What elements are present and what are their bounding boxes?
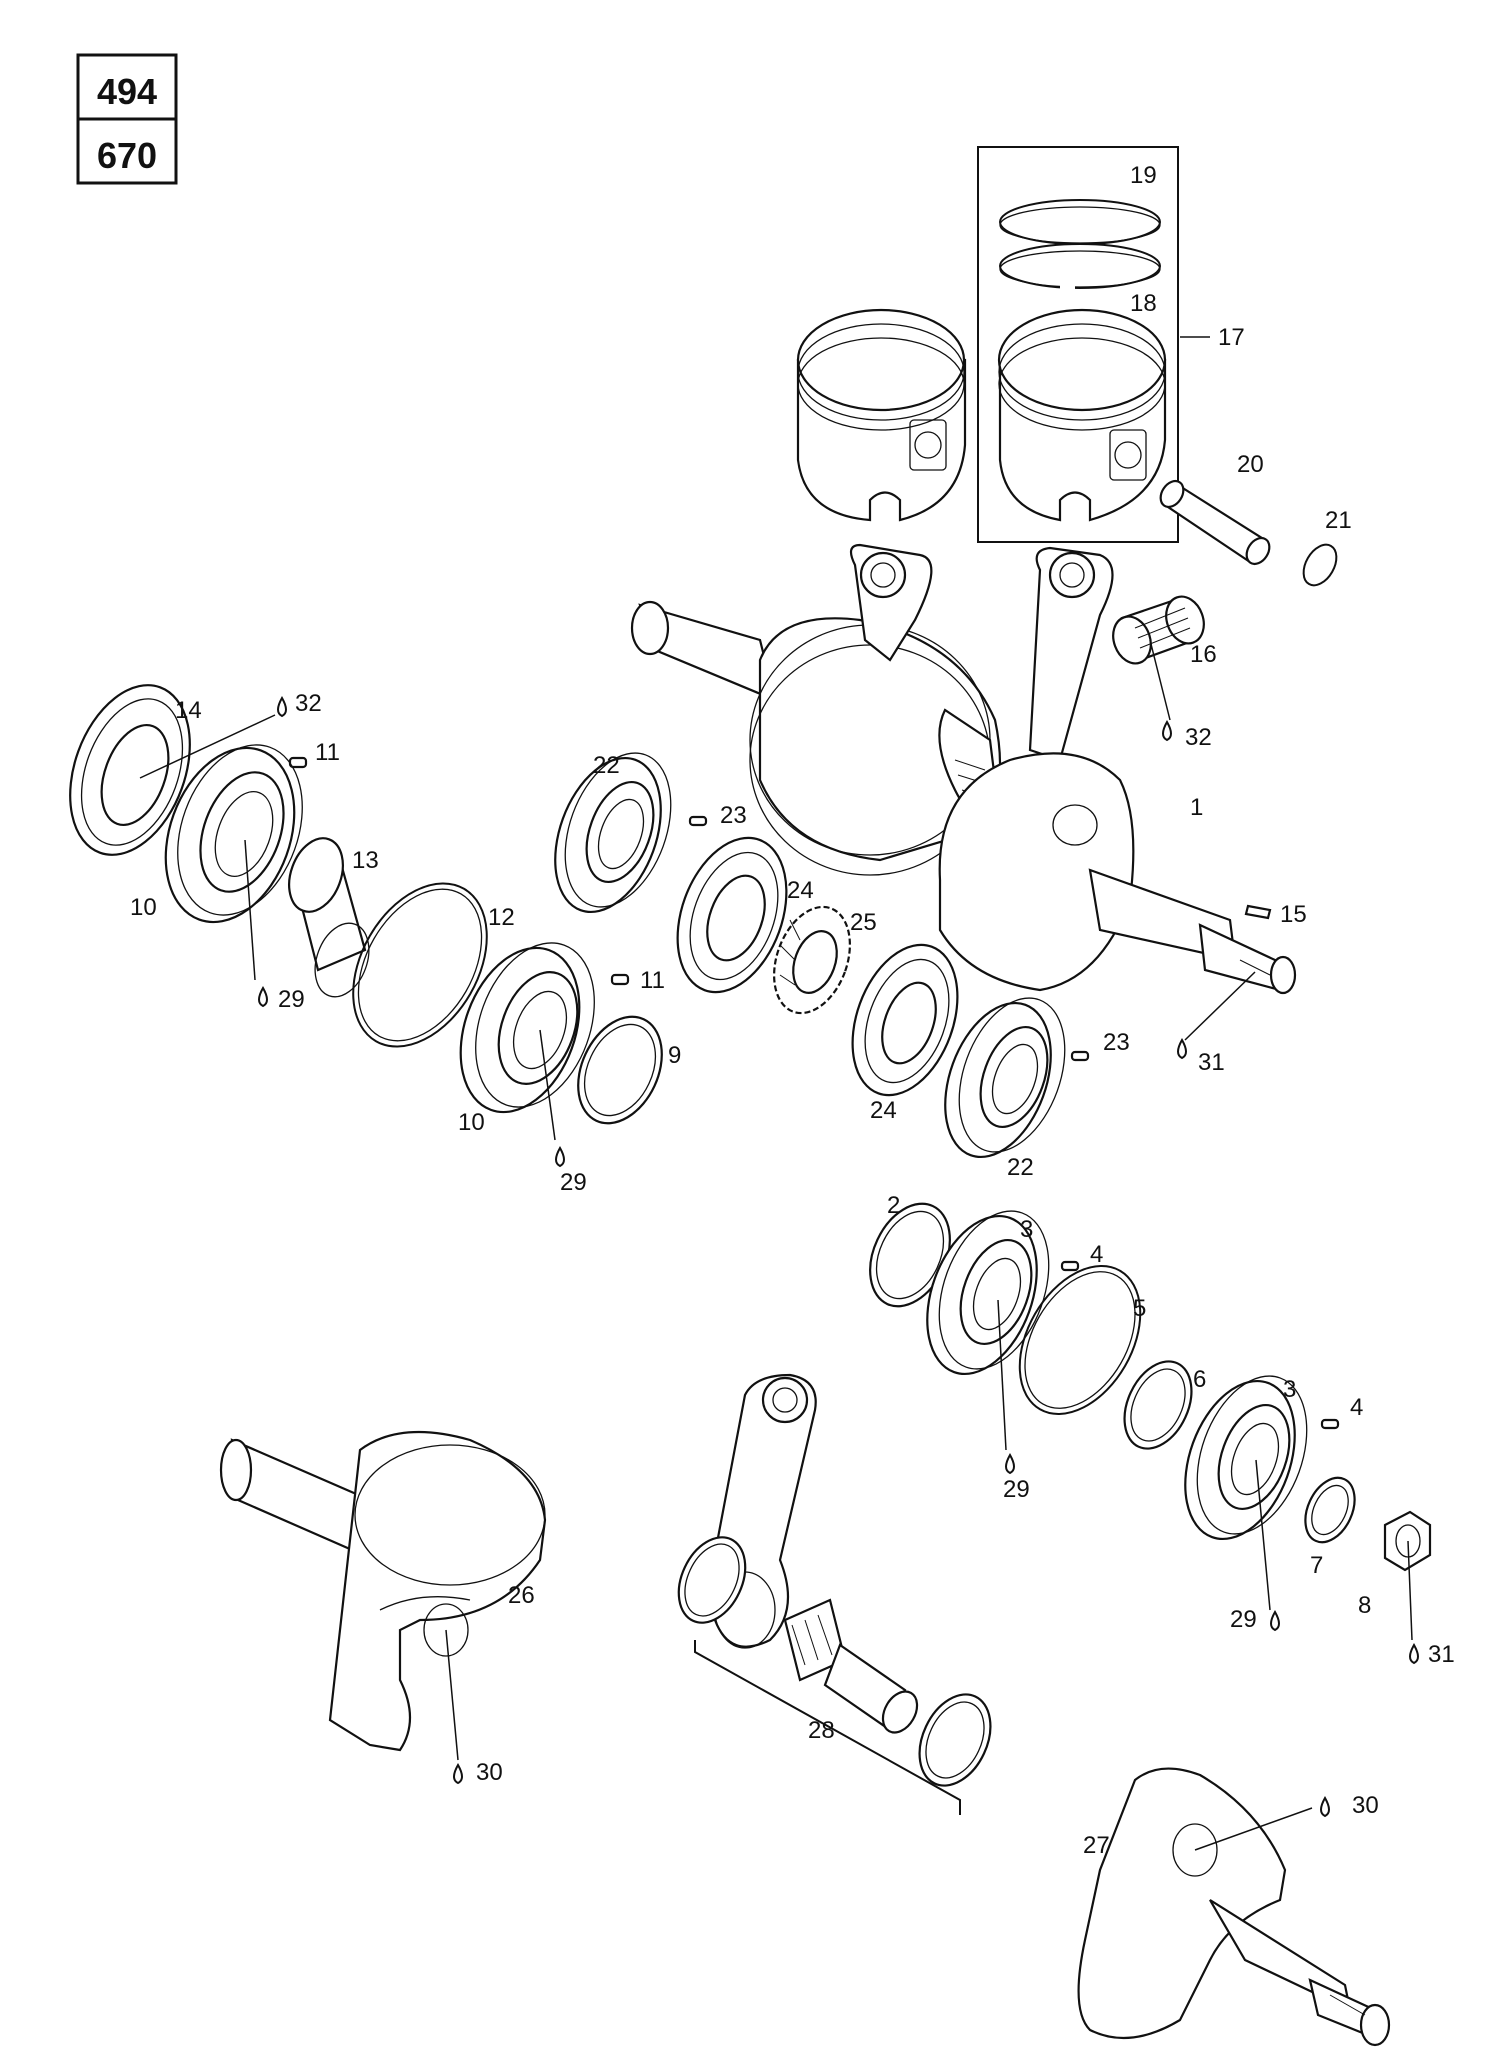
ball-bearing-3-lower xyxy=(1184,1375,1308,1541)
callout-11: 11 xyxy=(315,739,340,766)
oil-drop-icon xyxy=(1409,1642,1419,1665)
oil-drop-icon xyxy=(1320,1795,1330,1818)
callout-15: 15 xyxy=(1280,901,1307,928)
dowel-pin-4-lower xyxy=(1320,1418,1340,1430)
oil-drop-icon xyxy=(555,1145,565,1168)
callout-28: 28 xyxy=(808,1717,835,1744)
ball-bearing-22-lower xyxy=(944,997,1066,1159)
ball-bearing-10-lower xyxy=(459,942,595,1114)
callout-10: 10 xyxy=(458,1109,485,1136)
dowel-pin-11-lower xyxy=(610,973,630,986)
oil-seal-24-lower xyxy=(851,943,959,1097)
callouts: 1 2 3 3 4 4 5 6 7 8 9 10 10 11 11 12 13 … xyxy=(130,162,1455,1859)
piston-kit-piston xyxy=(997,308,1167,522)
o-ring-5 xyxy=(1018,1265,1142,1415)
oil-seal-24-upper xyxy=(676,836,788,994)
washer-9 xyxy=(577,1015,663,1125)
callout-20: 20 xyxy=(1237,451,1264,478)
callout-32: 32 xyxy=(295,690,322,717)
callout-5: 5 xyxy=(1133,1295,1146,1322)
callout-23: 23 xyxy=(1103,1029,1130,1056)
callout-29: 29 xyxy=(560,1169,587,1196)
callout-30: 30 xyxy=(1352,1792,1379,1819)
callout-14: 14 xyxy=(175,697,202,724)
callout-1: 1 xyxy=(1190,794,1203,821)
dowel-pin-4-upper xyxy=(1060,1260,1080,1272)
callout-26: 26 xyxy=(508,1582,535,1609)
callout-24: 24 xyxy=(870,1097,897,1124)
dowel-pin-23-lower xyxy=(1070,1050,1090,1062)
callout-29: 29 xyxy=(278,986,305,1013)
crankshaft-assembly xyxy=(630,543,1297,995)
crankshaft-half-26 xyxy=(219,1430,547,1752)
crankshaft-half-27 xyxy=(1077,1767,1391,2047)
washer-6 xyxy=(1123,1360,1193,1450)
callout-21: 21 xyxy=(1325,507,1352,534)
piston xyxy=(796,308,967,522)
o-ring-12 xyxy=(352,882,488,1048)
leader-lines xyxy=(139,336,1413,1851)
callout-25: 25 xyxy=(850,909,877,936)
dowel-pin-23-upper xyxy=(688,815,708,827)
callout-30: 30 xyxy=(476,1759,503,1786)
callout-32: 32 xyxy=(1185,724,1212,751)
callout-11: 11 xyxy=(640,967,665,994)
oil-drop-icon xyxy=(258,985,268,1008)
callout-29: 29 xyxy=(1003,1476,1030,1503)
piston-rings xyxy=(999,199,1161,289)
nut-8 xyxy=(1383,1510,1432,1572)
callout-18: 18 xyxy=(1130,290,1157,317)
index-number-top: 494 xyxy=(97,71,157,112)
callout-3: 3 xyxy=(1020,1216,1033,1243)
connecting-rod-kit-28 xyxy=(677,1373,992,1815)
index-number-bottom: 670 xyxy=(97,135,157,176)
callout-13: 13 xyxy=(352,847,379,874)
callout-17: 17 xyxy=(1218,324,1245,351)
callout-29: 29 xyxy=(1230,1606,1257,1633)
oil-drop-icon xyxy=(1270,1609,1280,1632)
bearing-ring-13 xyxy=(288,837,370,998)
callout-23: 23 xyxy=(720,802,747,829)
woodruff-key-15 xyxy=(1244,904,1272,920)
piston-kit-frame xyxy=(977,146,1179,543)
oil-drop-icon xyxy=(453,1762,463,1785)
callout-4: 4 xyxy=(1090,1241,1103,1268)
callout-2: 2 xyxy=(887,1192,900,1219)
callout-10: 10 xyxy=(130,894,157,921)
piston-pin xyxy=(1159,479,1271,566)
callout-9: 9 xyxy=(668,1042,681,1069)
callout-6: 6 xyxy=(1193,1366,1206,1393)
oil-drop-icon xyxy=(277,695,287,718)
index-box: 494 670 xyxy=(76,53,178,185)
ball-bearing-22-upper xyxy=(554,752,672,914)
lock-washer-7 xyxy=(1304,1476,1356,1544)
callout-7: 7 xyxy=(1310,1552,1323,1579)
oil-drop-icon xyxy=(1162,719,1172,742)
callout-8: 8 xyxy=(1358,1592,1371,1619)
ball-bearing-10-upper xyxy=(164,744,303,924)
callout-22: 22 xyxy=(593,752,620,779)
ball-bearing-3-upper xyxy=(926,1210,1050,1376)
drive-gear-25 xyxy=(773,905,851,1015)
oil-seal-14 xyxy=(69,684,191,856)
callout-31: 31 xyxy=(1198,1049,1225,1076)
callout-22: 22 xyxy=(1007,1154,1034,1181)
oil-drop-icon xyxy=(1005,1452,1015,1475)
oil-drop-icon xyxy=(1177,1037,1187,1060)
callout-4: 4 xyxy=(1350,1394,1363,1421)
callout-3: 3 xyxy=(1283,1376,1296,1403)
callout-31: 31 xyxy=(1428,1641,1455,1668)
callout-27: 27 xyxy=(1083,1832,1110,1859)
oil-drop-icons xyxy=(258,695,1419,1818)
circlip xyxy=(1302,543,1338,587)
callout-16: 16 xyxy=(1190,641,1217,668)
callout-24: 24 xyxy=(787,877,814,904)
callout-19: 19 xyxy=(1130,162,1157,189)
needle-bearing xyxy=(1112,595,1205,665)
callout-12: 12 xyxy=(488,904,515,931)
